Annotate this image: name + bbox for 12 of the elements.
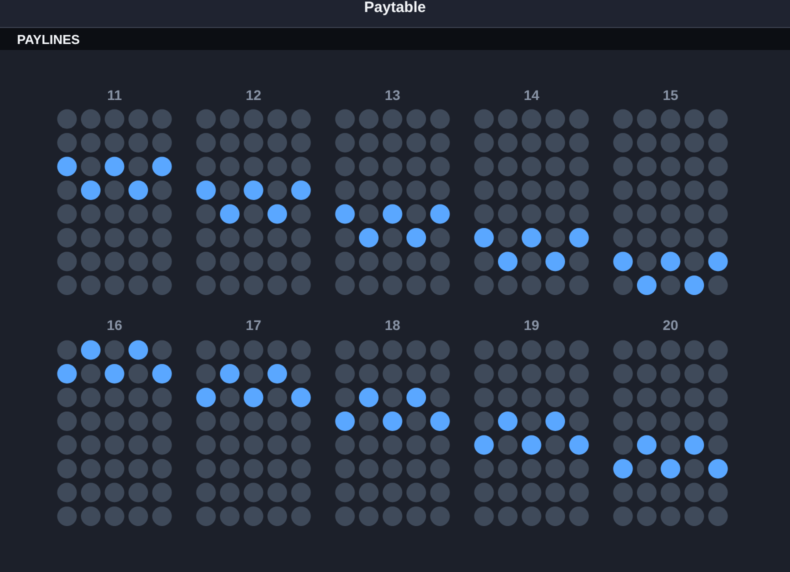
- section-heading: PAYLINES: [17, 32, 80, 47]
- page-title: Paytable: [364, 0, 426, 16]
- payline-number: 14: [524, 87, 540, 103]
- payline-number: 19: [524, 317, 540, 333]
- payline-number: 16: [106, 317, 122, 333]
- payline-number: 13: [384, 87, 400, 103]
- payline-number: 12: [246, 87, 262, 103]
- payline-number: 20: [662, 317, 678, 333]
- payline-number: 11: [107, 87, 122, 103]
- payline-number: 15: [662, 87, 678, 103]
- payline-number: 18: [384, 317, 400, 333]
- payline-number: 17: [246, 317, 262, 333]
